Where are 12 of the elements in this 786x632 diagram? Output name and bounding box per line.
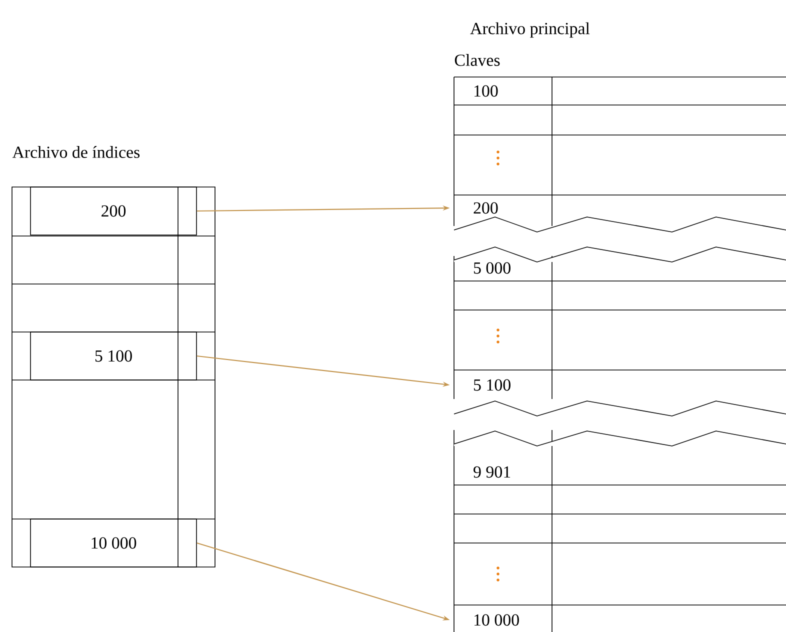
- index-row: 10 000: [30, 518, 197, 568]
- title-label: Archivo principal: [470, 22, 590, 38]
- key-cell: 5 000: [474, 262, 510, 274]
- index-row: 5 100: [30, 332, 197, 380]
- key-cell: 5 100: [474, 379, 510, 391]
- key-cell: 100: [474, 85, 498, 97]
- title-label: Archivo de índices: [12, 146, 140, 158]
- title-label: Claves: [454, 54, 500, 66]
- key-cell: 200: [474, 202, 498, 214]
- index-row: 200: [30, 186, 197, 236]
- key-cell: 10 000: [474, 614, 519, 626]
- key-cell: 9 901: [474, 466, 510, 478]
